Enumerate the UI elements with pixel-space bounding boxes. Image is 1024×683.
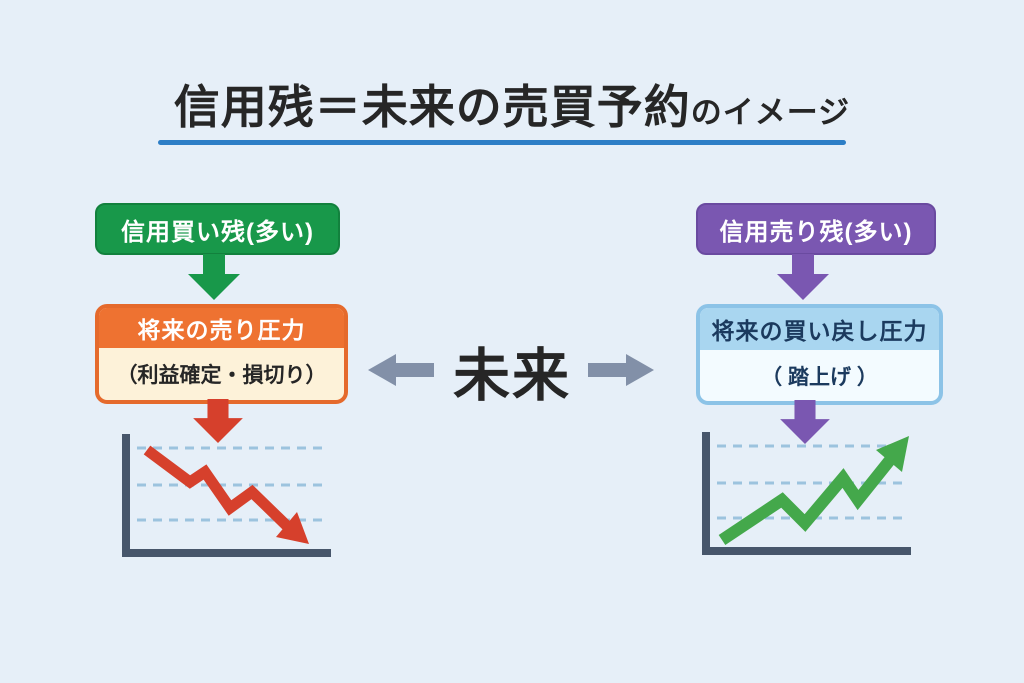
future-buyback-pressure-detail: （ 踏上げ ）	[761, 365, 878, 389]
trend-line-down	[143, 445, 291, 530]
margin-sell-balance-box: 信用売り残(多い)	[696, 203, 936, 255]
future-sell-pressure-box: 将来の売り圧力 （利益確定・損切り）	[95, 304, 348, 404]
down-arrow-purple2-icon	[780, 400, 830, 444]
chart-axes	[122, 434, 331, 557]
price-down-chart	[122, 434, 331, 557]
future-buyback-pressure-box: 将来の買い戻し圧力 （ 踏上げ ）	[696, 304, 943, 405]
margin-buy-balance-label: 信用買い残(多い)	[121, 218, 314, 246]
right-arrow-icon	[588, 354, 654, 386]
price-up-chart	[702, 432, 911, 555]
margin-sell-balance-label: 信用売り残(多い)	[719, 218, 913, 246]
down-arrow-green-icon	[188, 254, 240, 300]
title-suffix-text: のイメージ	[690, 95, 851, 130]
margin-buy-balance-box: 信用買い残(多い)	[95, 203, 340, 255]
down-arrow-red-icon	[193, 399, 243, 443]
future-sell-pressure-detail: （利益確定・損切り）	[116, 364, 327, 387]
page-title: 信用残＝未来の売買予約のイメージ	[0, 82, 1024, 133]
future-sell-pressure-header: 将来の売り圧力	[99, 308, 344, 348]
left-arrow-icon	[368, 354, 434, 386]
future-label: 未来	[453, 344, 571, 408]
trend-line-up	[718, 456, 895, 545]
chart-axes	[702, 432, 911, 555]
down-arrow-purple-icon	[777, 254, 829, 300]
trend-arrowhead	[276, 512, 309, 544]
title-main-text: 信用残＝未来の売買予約	[173, 81, 691, 133]
title-underline	[158, 140, 846, 145]
future-buyback-pressure-header: 将来の買い戻し圧力	[700, 308, 939, 350]
trend-arrowhead	[876, 436, 909, 472]
